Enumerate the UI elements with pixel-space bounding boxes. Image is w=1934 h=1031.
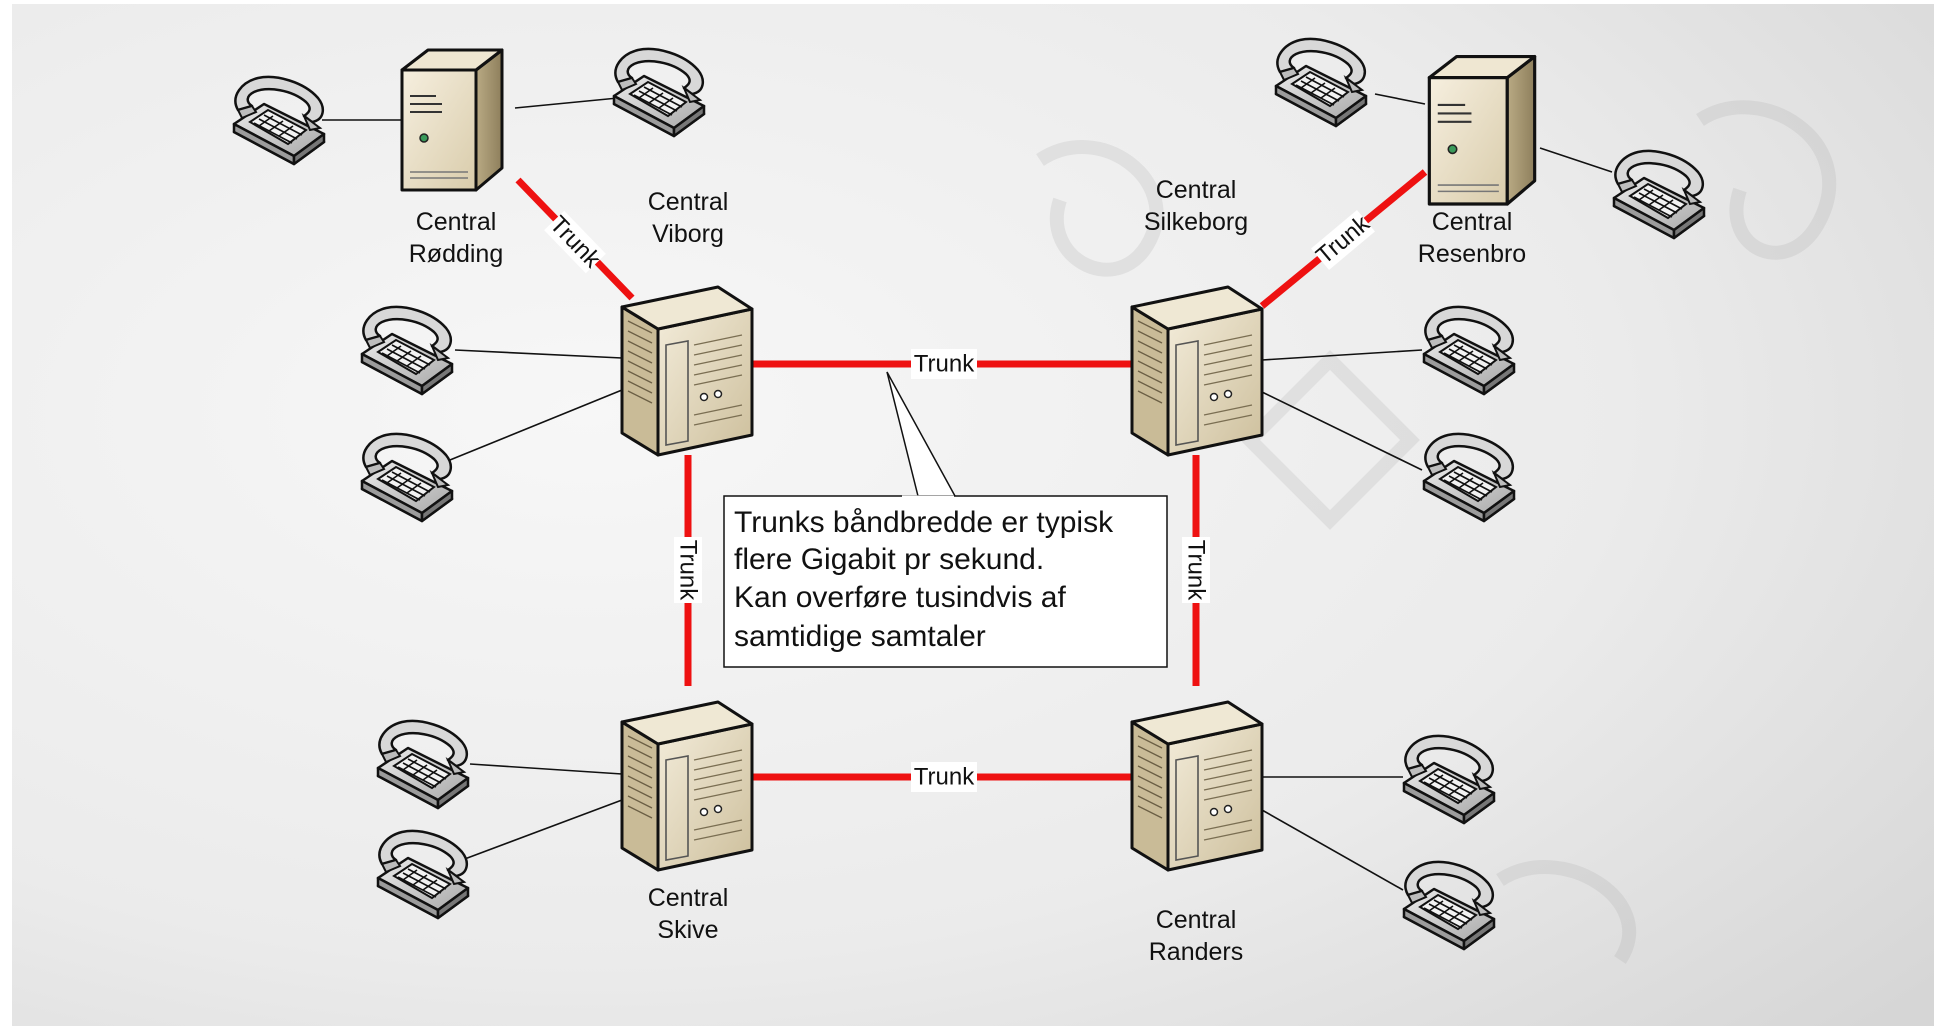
svg-text:Silkeborg: Silkeborg — [1144, 208, 1248, 236]
phone-link — [461, 799, 623, 861]
svg-text:Central: Central — [1156, 176, 1237, 204]
central-label-randers: Central Randers — [1149, 906, 1244, 966]
tower-server-icon — [400, 48, 504, 192]
svg-text:Trunk: Trunk — [914, 764, 975, 791]
callout-line-3: Kan overføre tusindvis af — [734, 581, 1066, 614]
svg-text:Central: Central — [1156, 906, 1237, 934]
svg-text:Central: Central — [648, 188, 729, 216]
trunk-label-viborg-silkeborg: Trunk — [911, 349, 977, 379]
svg-text:Rødding: Rødding — [409, 240, 504, 268]
phone-link — [1261, 349, 1423, 361]
phone-link — [514, 97, 619, 109]
phone-links — [322, 93, 1613, 891]
rack-server-icon — [620, 285, 754, 457]
central-label-rodding: Central Rødding — [409, 208, 504, 268]
central-label-silkeborg: Central Silkeborg — [1144, 176, 1248, 236]
phone-link — [469, 763, 623, 775]
svg-text:Trunk: Trunk — [914, 351, 975, 378]
rack-server-icon — [1130, 285, 1264, 457]
phone-link — [444, 389, 623, 463]
background-pattern — [1036, 100, 1837, 964]
central-label-viborg: Central Viborg — [648, 188, 729, 248]
svg-text:Resenbro: Resenbro — [1418, 240, 1526, 268]
phone-link — [1539, 147, 1613, 173]
phone-link — [1261, 809, 1404, 891]
svg-text:Skive: Skive — [657, 916, 718, 944]
svg-text:Central: Central — [1432, 208, 1513, 236]
rack-server-icon — [620, 700, 754, 872]
callout-box — [723, 495, 1168, 668]
central-label-resenbro: Central Resenbro — [1418, 208, 1526, 268]
bandwidth-callout: Trunks båndbredde er typisk flere Gigabi… — [723, 371, 1168, 668]
phone-link — [454, 349, 623, 359]
trunk-label-silkeborg-randers: Trunk — [1182, 537, 1210, 603]
phone-link — [1261, 391, 1423, 471]
svg-text:Central: Central — [416, 208, 497, 236]
callout-line-2: flere Gigabit pr sekund. — [734, 543, 1044, 576]
central-label-skive: Central Skive — [648, 884, 729, 944]
phone-link — [1374, 93, 1426, 105]
callout-line-1: Trunks båndbredde er typisk — [734, 506, 1114, 539]
trunk-label-viborg-skive: Trunk — [674, 537, 702, 603]
svg-text:Randers: Randers — [1149, 938, 1244, 966]
svg-text:Central: Central — [648, 884, 729, 912]
callout-line-4: samtidige samtaler — [734, 620, 986, 653]
svg-text:Viborg: Viborg — [652, 220, 724, 248]
svg-text:Trunk: Trunk — [1183, 540, 1210, 601]
rack-server-icon — [1130, 700, 1264, 872]
tower-server-icon — [1427, 54, 1537, 206]
trunk-label-skive-randers: Trunk — [911, 762, 977, 792]
svg-text:Trunk: Trunk — [675, 540, 702, 601]
